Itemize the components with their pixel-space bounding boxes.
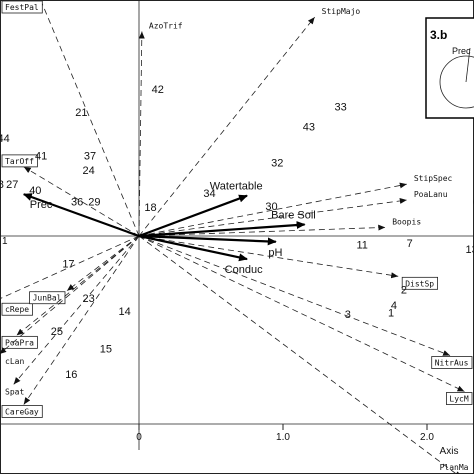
site-point-29: 14 [118, 306, 130, 318]
species-arrow-crepe [0, 235, 140, 300]
site-point-15: 18 [144, 202, 156, 214]
site-point-2: 33 [334, 101, 346, 113]
x-tick-label-2: 2.0 [420, 432, 434, 443]
site-point-20: 7 [407, 238, 413, 250]
site-point-19: 11 [356, 240, 367, 252]
species-label-distsp: DistSp [405, 279, 434, 288]
species-label-clan: cLan [5, 357, 24, 366]
species-arrow-nitraus [138, 235, 451, 356]
site-point-27: 23 [82, 293, 94, 305]
species-label-crepe: cRepe [5, 305, 29, 314]
species-label-caregay: CareGay [5, 407, 39, 416]
site-point-23: 17 [62, 258, 74, 270]
species-arrow-poapra [16, 235, 140, 336]
env-arrow-watertable [138, 194, 248, 238]
species-arrow-planma [138, 235, 462, 474]
species-label-poalanu: PoaLanu [414, 190, 448, 199]
site-point-0: 42 [152, 84, 164, 96]
species-arrow-taroff [23, 166, 140, 237]
site-point-14: 29 [88, 196, 100, 208]
species-label-taroff: TarOff [5, 157, 34, 166]
env-label-bare-soil: Bare Soil [271, 209, 316, 221]
species-label-stipspec: StipSpec [414, 174, 453, 183]
env-label-conduc: Conduc [225, 264, 263, 276]
site-point-12: 34 [203, 188, 215, 200]
env-arrow-prec [22, 193, 140, 238]
species-arrow-distsp [138, 235, 399, 279]
env-label-ph: pH [268, 247, 282, 259]
species-label-boopis: Boopis [392, 217, 421, 226]
site-point-4: 44 [0, 133, 10, 145]
species-label-box-taroff [1, 154, 38, 168]
species-label-nitraus: NitrAus [435, 359, 469, 368]
site-point-5: 41 [35, 150, 47, 162]
inset-arrow [465, 47, 471, 83]
species-label-box-junbal [29, 291, 66, 305]
site-point-11: 40 [29, 185, 41, 197]
env-arrow-conduc [138, 234, 248, 262]
site-point-9: 27 [6, 179, 18, 191]
inset-circle [439, 55, 474, 109]
env-label-watertable: Watertable [210, 181, 263, 193]
site-points: 4221334344413732242784034362918301061171… [0, 84, 474, 381]
site-point-13: 36 [71, 196, 83, 208]
site-point-25: 4 [391, 300, 397, 312]
site-point-10: 8 [0, 179, 4, 191]
inset-label: 3.b [430, 28, 447, 42]
species-label-stipmajo: StipMajo [322, 7, 361, 16]
species-arrow-lycm [138, 235, 465, 392]
species-label-box-nitraus [431, 356, 473, 369]
env-arrow-bare-soil [138, 221, 306, 238]
site-point-7: 32 [271, 158, 283, 170]
site-point-28: 3 [345, 309, 351, 321]
species-label-box-distsp [401, 276, 439, 290]
site-point-1: 21 [75, 107, 87, 119]
species-label-azotrif: AzoTrif [149, 22, 183, 31]
species-label-box-crepe [1, 302, 33, 316]
species-label-box-lycm [445, 392, 473, 405]
species-arrow-poalanu [138, 197, 407, 237]
inset-text: Prec [452, 46, 471, 56]
species-arrow-spat [13, 235, 140, 385]
site-point-18: 6 [473, 196, 474, 208]
species-label-box-caregay [1, 405, 43, 418]
species-label-spat: Spat [5, 387, 24, 396]
site-point-16: 30 [265, 201, 277, 213]
inset-panel: 3.b Prec [425, 17, 474, 119]
site-point-26: 1 [388, 307, 394, 319]
species-label-planma: PlanMa [440, 463, 469, 472]
site-point-6: 37 [84, 150, 96, 162]
species-label-poapra: PoaPra [5, 338, 34, 347]
species-label-junbal: JunBal [33, 294, 62, 303]
x-tick-label-0: 0 [136, 432, 142, 443]
x-tick-label-1: 1.0 [276, 432, 290, 443]
site-point-24: 2 [401, 284, 407, 296]
site-point-31: 15 [100, 343, 112, 355]
species-arrow-caregay [23, 235, 140, 405]
y-tick-label-0: 1 [2, 236, 8, 247]
site-point-32: 16 [65, 369, 77, 381]
env-label-prec: Prec [30, 199, 53, 211]
site-point-21: 13 [466, 244, 474, 256]
x-axis-label: Axis [440, 446, 459, 457]
species-arrow-stipspec [138, 182, 407, 237]
species-arrow-azotrif [138, 31, 145, 237]
species-label-lycm: LycM [449, 395, 468, 404]
species-arrow-junbal [66, 235, 140, 292]
site-point-8: 24 [82, 165, 94, 177]
species-arrow-festpal [40, 0, 140, 237]
species-arrow-stipmajo [138, 16, 315, 237]
species-label-festpal: FestPal [5, 3, 39, 12]
species-arrow-clan [0, 235, 140, 355]
env-arrow-ph [138, 234, 277, 246]
species-label-box-festpal [1, 0, 43, 14]
site-point-30: 25 [51, 326, 63, 338]
species-arrow-boopis [138, 224, 386, 237]
site-point-3: 43 [303, 122, 315, 134]
